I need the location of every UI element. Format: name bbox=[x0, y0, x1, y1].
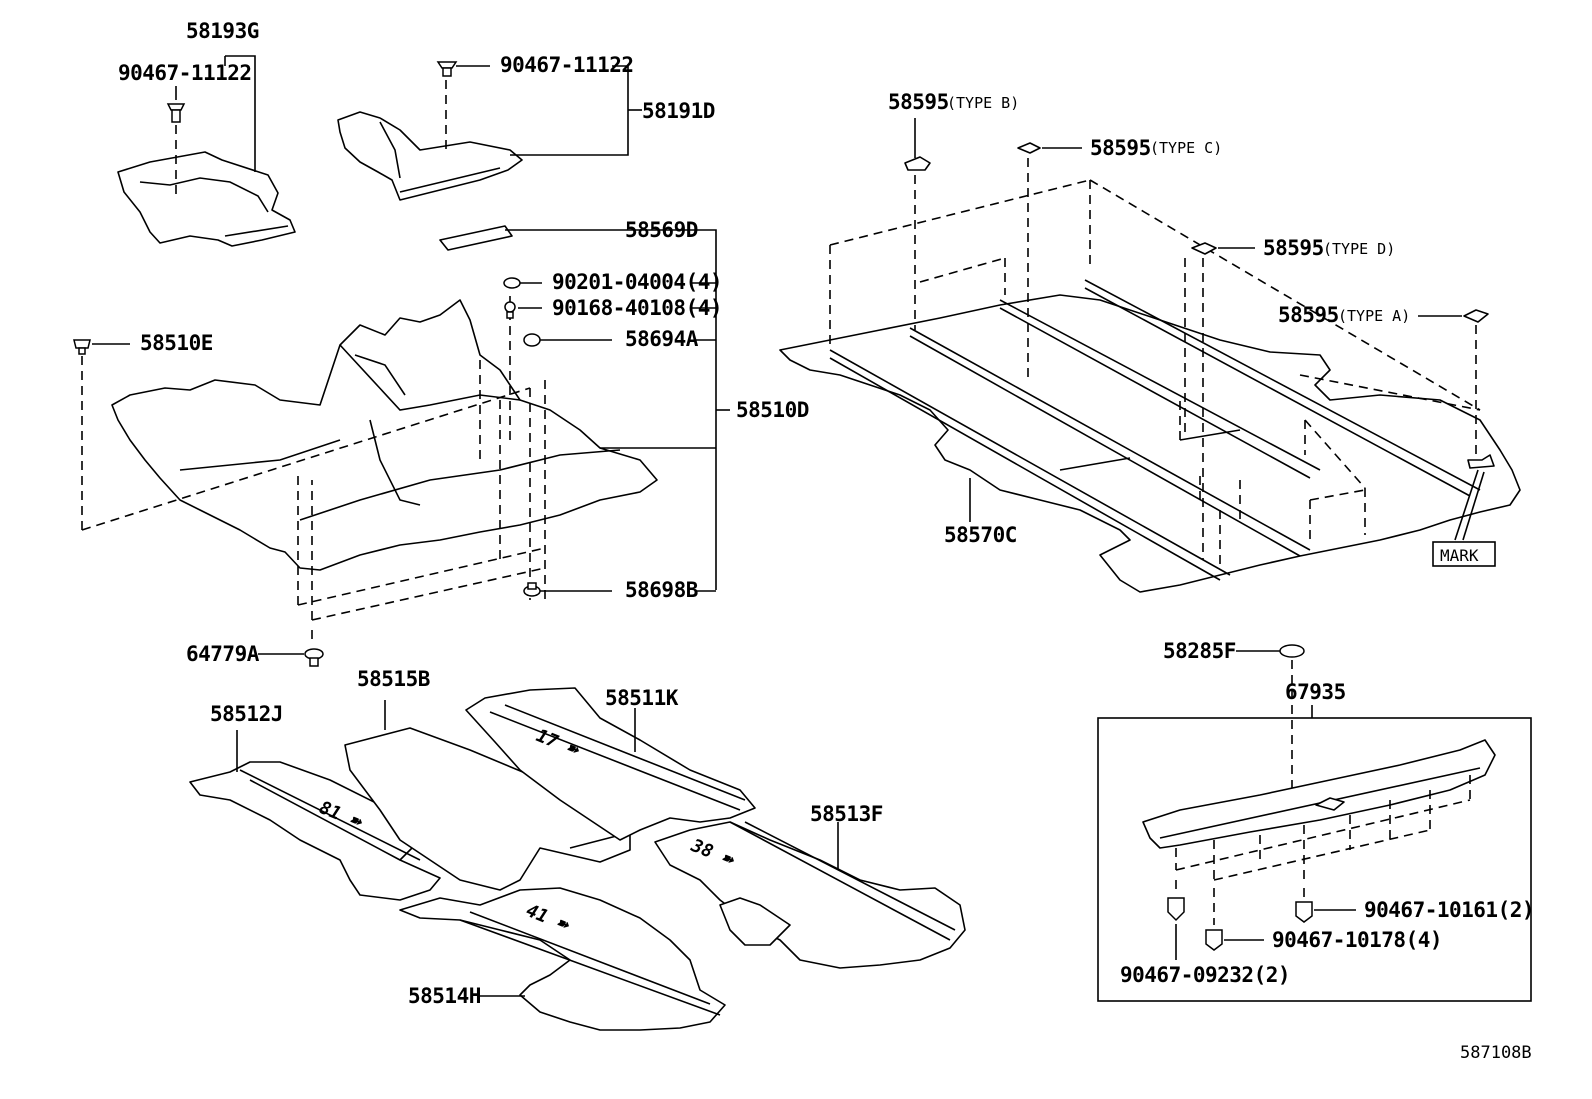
bolt-icon bbox=[504, 301, 516, 319]
callout-90467-10161: 90467-10161(2) bbox=[1364, 898, 1534, 922]
label-type-d: (TYPE D) bbox=[1323, 240, 1395, 258]
clip-icon bbox=[73, 339, 91, 355]
callout-58514h: 58514H bbox=[408, 984, 481, 1008]
mark-box bbox=[1432, 541, 1496, 567]
clip-64779a: 64779A bbox=[186, 642, 324, 667]
insulator-58193g: 58193G 90467-11122 bbox=[117, 19, 296, 247]
callout-90467-09232: 90467-09232(2) bbox=[1120, 963, 1290, 987]
mark-label: MARK bbox=[1440, 546, 1479, 565]
clip-icon bbox=[304, 648, 324, 667]
callout-58570c: 58570C bbox=[944, 523, 1017, 547]
callout-90201-04004: 90201-04004(4) bbox=[552, 270, 722, 294]
callout-58193g: 58193G bbox=[186, 19, 259, 43]
callout-58285f: 58285F bbox=[1163, 639, 1236, 663]
detail-box bbox=[1097, 717, 1532, 1002]
callout-58595-type-c: 58595 bbox=[1090, 136, 1151, 160]
clip-58510e: 58510E bbox=[73, 331, 213, 355]
mats-bottom: 81 ➽ 58512J 58515B 17 ➽ 58511K 38 ➽ 5851… bbox=[189, 667, 966, 1031]
label-type-a: (TYPE A) bbox=[1338, 307, 1410, 325]
tag-58595-type-a: 58595 (TYPE A) bbox=[1278, 303, 1489, 460]
clip-icon bbox=[1295, 901, 1313, 923]
callout-58511k: 58511K bbox=[605, 686, 679, 710]
callout-67935: 67935 bbox=[1285, 680, 1346, 704]
callout-58513f: 58513F bbox=[810, 802, 883, 826]
callout-90467-11122: 90467-11122 bbox=[118, 61, 252, 85]
carpet-58570c: 58570C MARK bbox=[779, 179, 1521, 593]
scuff-plate-67935: 58285F 67935 90467-09232(2) bbox=[1097, 639, 1535, 1002]
callout-58698b: 58698B bbox=[625, 578, 698, 602]
callout-58510e: 58510E bbox=[140, 331, 213, 355]
clip-icon bbox=[436, 61, 458, 77]
callout-58595-type-a: 58595 bbox=[1278, 303, 1339, 327]
washer-icon bbox=[503, 277, 521, 289]
callout-58510d: 58510D bbox=[736, 398, 809, 422]
tag-58595-type-c: 58595 (TYPE C) bbox=[1017, 136, 1222, 380]
callout-90467-11122-top: 90467-11122 bbox=[500, 53, 634, 77]
clip-icon bbox=[1167, 897, 1185, 922]
clip-icon bbox=[166, 103, 186, 123]
callout-58512j: 58512J bbox=[210, 702, 283, 726]
carpet-58510d bbox=[81, 296, 658, 645]
callout-58595-type-b: 58595 bbox=[888, 90, 949, 114]
callout-58191d: 58191D bbox=[642, 99, 715, 123]
label-type-c: (TYPE C) bbox=[1150, 139, 1222, 157]
callout-58569d: 58569D bbox=[625, 218, 698, 242]
drawing-code: 587108B bbox=[1460, 1043, 1532, 1063]
callout-90467-10178: 90467-10178(4) bbox=[1272, 928, 1442, 952]
callout-58595-type-d: 58595 bbox=[1263, 236, 1324, 260]
callout-58694a: 58694A bbox=[625, 327, 699, 351]
fastener-group: 90201-04004(4) 90168-40108(4) 58694A 585… bbox=[503, 270, 809, 602]
label-type-b: (TYPE B) bbox=[947, 94, 1019, 112]
callout-64779a: 64779A bbox=[186, 642, 260, 666]
tag-58595-type-d: 58595 (TYPE D) bbox=[1184, 236, 1395, 560]
clip-icon bbox=[523, 333, 541, 347]
insulator-58191d: 90467-11122 58191D bbox=[337, 53, 715, 201]
clip-icon bbox=[523, 582, 541, 597]
clip-icon bbox=[1205, 929, 1223, 951]
tag-58595-type-b: 58595 (TYPE B) bbox=[888, 90, 1019, 330]
clip-icon bbox=[1279, 644, 1305, 658]
callout-58515b: 58515B bbox=[357, 667, 430, 691]
